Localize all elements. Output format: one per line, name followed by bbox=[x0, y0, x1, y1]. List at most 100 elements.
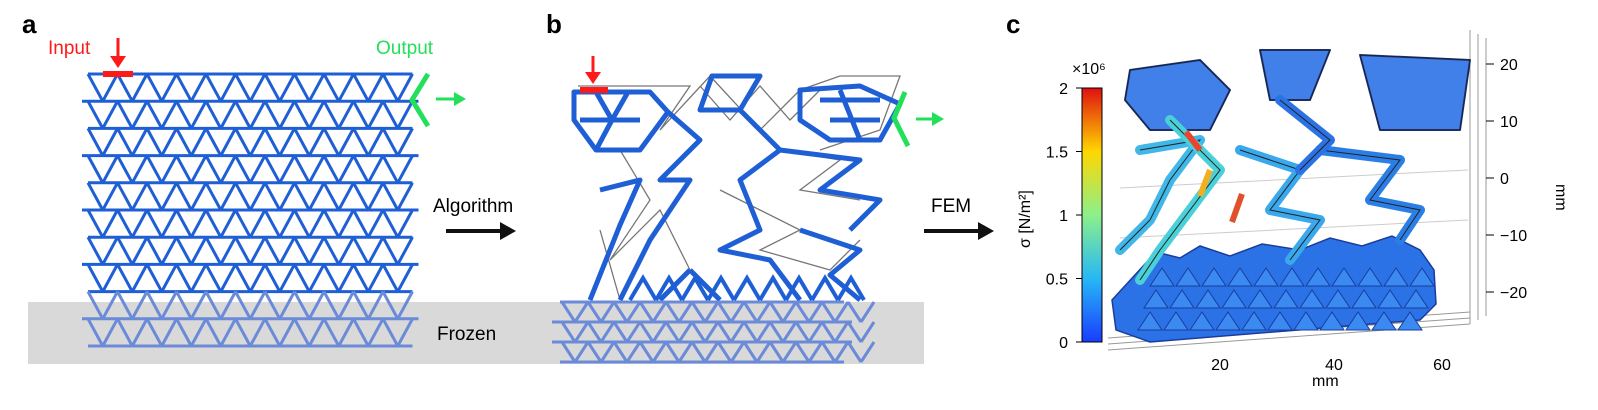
lattice-a-bar bbox=[307, 127, 326, 157]
lattice-a-bar bbox=[366, 100, 385, 130]
lattice-a-bar bbox=[248, 127, 267, 157]
lattice-a-bar bbox=[337, 182, 355, 211]
lattice-a-bar bbox=[116, 100, 134, 130]
frozen-bar-b bbox=[729, 321, 746, 343]
lattice-a-bar bbox=[366, 236, 385, 266]
lattice-a-bar bbox=[278, 263, 296, 293]
lattice-a-bar bbox=[175, 182, 193, 211]
lattice-a-bar bbox=[101, 73, 119, 102]
lattice-a-bar bbox=[189, 318, 208, 347]
lattice-a-bar bbox=[396, 73, 414, 102]
lattice-a-bar bbox=[278, 182, 296, 211]
lattice-a-bar bbox=[101, 318, 119, 347]
lattice-a-bar bbox=[160, 290, 178, 320]
lattice-a-bar bbox=[322, 263, 341, 293]
lattice-a-bar bbox=[219, 263, 237, 293]
lattice-a-bar bbox=[278, 154, 296, 184]
lattice-a-bar bbox=[219, 236, 237, 266]
frozen-bar-b bbox=[560, 301, 577, 323]
fem-block-cell bbox=[1403, 289, 1429, 309]
lattice-a-bar bbox=[352, 263, 370, 293]
triangle-bar-b bbox=[836, 274, 866, 302]
optimized-bar bbox=[617, 110, 703, 302]
lattice-a-bar bbox=[204, 182, 223, 211]
lattice-a-bar bbox=[352, 154, 370, 184]
frozen-bar-b bbox=[768, 341, 785, 363]
lattice-a-bar bbox=[189, 154, 208, 184]
lattice-a-bar bbox=[101, 154, 119, 184]
lattice-a-bar bbox=[307, 209, 326, 238]
lattice-a-bar bbox=[366, 73, 385, 102]
lattice-a-bar bbox=[248, 263, 267, 293]
lattice-a-bar bbox=[396, 182, 414, 211]
frozen-bar-b bbox=[703, 341, 720, 363]
z-tick-label: 20 bbox=[1500, 57, 1518, 74]
frozen-label: Frozen bbox=[437, 324, 496, 345]
lattice-a-bar bbox=[337, 127, 355, 157]
lattice-a-bar bbox=[248, 290, 267, 320]
frozen-bar-b bbox=[625, 301, 642, 323]
lattice-a-bar bbox=[366, 318, 385, 347]
lattice-a-bar bbox=[116, 263, 134, 293]
frozen-bar-b bbox=[742, 301, 759, 323]
lattice-a-bar bbox=[381, 73, 400, 102]
lattice-a-bar bbox=[130, 182, 149, 211]
frozen-bar-b bbox=[768, 321, 785, 343]
frozen-bar-b bbox=[716, 341, 733, 363]
lattice-a-bar bbox=[322, 73, 341, 102]
lattice-a-bar bbox=[293, 236, 311, 266]
lattice-a-bar bbox=[322, 154, 341, 184]
frozen-bar-b bbox=[729, 341, 746, 363]
lattice-a-bar bbox=[130, 290, 149, 320]
lattice-a-bar bbox=[278, 127, 296, 157]
fem-structure bbox=[1115, 49, 1471, 285]
lattice-a-bar bbox=[219, 73, 237, 102]
lattice-a-bar bbox=[130, 263, 149, 293]
z-tick-label: 10 bbox=[1500, 114, 1518, 131]
lattice-a-bar bbox=[116, 209, 134, 238]
output-arrow-a bbox=[409, 72, 466, 128]
lattice-a-bar bbox=[101, 182, 119, 211]
lattice-a-bar bbox=[130, 73, 149, 102]
lattice-a-bar bbox=[352, 127, 370, 157]
frozen-bar-b bbox=[794, 341, 811, 363]
lattice-b bbox=[552, 73, 903, 364]
frozen-bar-b bbox=[703, 321, 720, 343]
lattice-a-bar bbox=[86, 263, 105, 293]
lattice-a-bar bbox=[101, 236, 119, 266]
x-axis-label: mm bbox=[1312, 373, 1339, 390]
lattice-a-bar bbox=[86, 236, 105, 266]
fem-block-cell bbox=[1253, 267, 1279, 287]
lattice-a-bar bbox=[86, 182, 105, 211]
lattice-a-bar bbox=[307, 318, 326, 347]
colorbar-ticks: 21.510.50 bbox=[1046, 81, 1082, 352]
fem-block-cell bbox=[1227, 267, 1253, 287]
lattice-a-bar bbox=[175, 154, 193, 184]
fem-block-cell bbox=[1397, 311, 1423, 331]
lattice-a-bar bbox=[322, 100, 341, 130]
lattice-a-bar bbox=[234, 263, 252, 293]
lattice-a-bar bbox=[204, 73, 223, 102]
fem-block-cell bbox=[1169, 289, 1195, 309]
lattice-a-bar bbox=[293, 182, 311, 211]
lattice-a-bar bbox=[278, 318, 296, 347]
frozen-bar-b bbox=[625, 341, 642, 363]
lattice-a-bar bbox=[204, 209, 223, 238]
lattice-a-bar bbox=[101, 100, 119, 130]
lattice-a-bar bbox=[175, 290, 193, 320]
fem-block-cell bbox=[1175, 267, 1201, 287]
lattice-a-bar bbox=[381, 318, 400, 347]
lattice-a-bar bbox=[145, 263, 164, 293]
input-label: Input bbox=[48, 38, 91, 59]
lattice-a-bar bbox=[352, 318, 370, 347]
frozen-bar-b bbox=[573, 341, 590, 363]
colorbar-exponent: ×10⁶ bbox=[1072, 61, 1106, 78]
fem-member-outline bbox=[1239, 149, 1321, 261]
lattice-a-bar bbox=[175, 318, 193, 347]
frozen-bar-b bbox=[833, 341, 850, 363]
lattice-a-bar bbox=[322, 236, 341, 266]
frozen-bar-b bbox=[690, 341, 707, 363]
lattice-a-bar bbox=[322, 290, 341, 320]
lattice-a-bar bbox=[248, 209, 267, 238]
